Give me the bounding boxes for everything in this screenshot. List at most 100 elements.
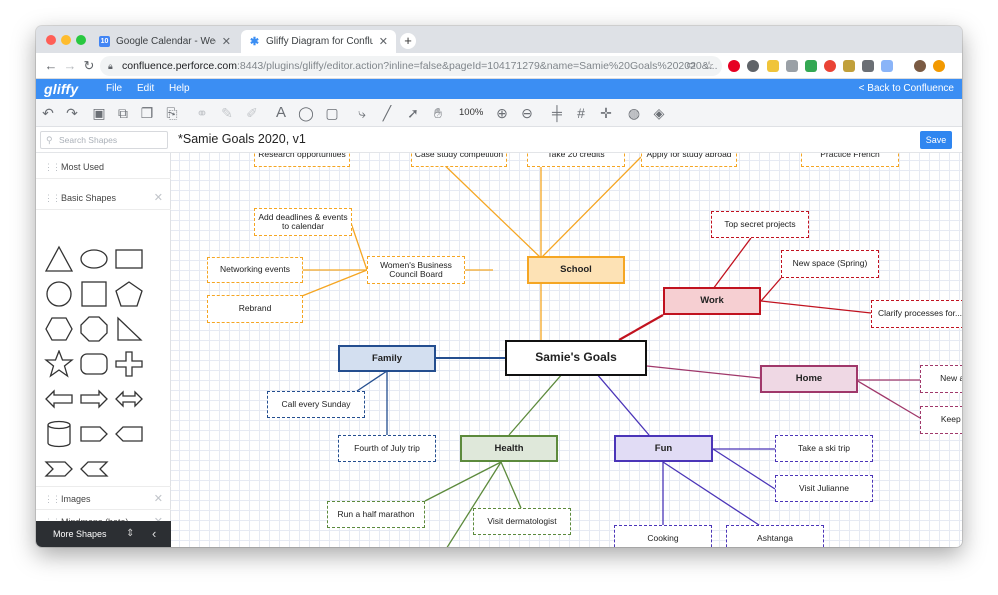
menu-edit[interactable]: Edit xyxy=(137,83,155,94)
drag-handle-icon[interactable]: ⋮⋮ xyxy=(44,162,61,172)
tag-shape[interactable] xyxy=(114,420,144,448)
comment-icon[interactable]: ✎ xyxy=(221,105,233,121)
pinterest-icon[interactable] xyxy=(728,60,740,72)
text-tool-icon[interactable]: A xyxy=(275,104,286,121)
cast-icon[interactable]: ▭ xyxy=(686,60,696,71)
chevron-left-icon[interactable]: ‹ xyxy=(152,526,157,541)
school-add-deadlines[interactable]: Add deadlines & events to calendar xyxy=(254,208,352,236)
circle-shape[interactable] xyxy=(44,280,74,308)
new-tab-button[interactable]: + xyxy=(400,33,416,49)
fun-visit-julianne[interactable]: Visit Julianne xyxy=(775,475,873,502)
drag-handle-icon[interactable]: ⋮⋮ xyxy=(44,193,61,203)
square-shape[interactable] xyxy=(79,280,109,308)
zoom-out-icon[interactable]: ⊖ xyxy=(521,105,533,121)
link-icon[interactable]: ⚭ xyxy=(196,105,208,121)
notched-shape[interactable] xyxy=(79,455,109,483)
work-clarify-processes[interactable]: Clarify processes for... xyxy=(871,300,962,328)
close-section-icon[interactable]: ✕ xyxy=(153,192,163,204)
branch-health[interactable]: Health xyxy=(460,435,558,462)
right-triangle-shape[interactable] xyxy=(114,315,144,343)
style-icon[interactable]: ✐ xyxy=(246,105,258,121)
menu-help[interactable]: Help xyxy=(169,83,190,94)
hexagon-shape[interactable] xyxy=(44,315,74,343)
left-arrow-shape[interactable] xyxy=(44,385,74,413)
branch-work[interactable]: Work xyxy=(663,287,761,315)
undo-icon[interactable]: ↶ xyxy=(42,105,54,121)
section-basic-shapes[interactable]: ⋮⋮ Basic Shapes ✕ xyxy=(36,186,171,210)
pentagon-shape[interactable] xyxy=(114,280,144,308)
rectangle-tool-icon[interactable]: ▢ xyxy=(325,105,339,121)
more-shapes-button[interactable]: More Shapes ⇕ ‹ xyxy=(36,521,171,547)
back-to-confluence-link[interactable]: < Back to Confluence xyxy=(858,83,954,94)
work-top-secret-projects[interactable]: Top secret projects xyxy=(711,211,809,238)
redo-icon[interactable]: ↷ xyxy=(66,105,78,121)
extension-doc-icon[interactable] xyxy=(767,60,779,72)
fun-cooking[interactable]: Cooking xyxy=(614,525,712,547)
extension-shield-icon[interactable] xyxy=(862,60,874,72)
menu-file[interactable]: File xyxy=(106,83,123,94)
school-practice-french[interactable]: Practice French xyxy=(801,153,899,167)
grid-icon[interactable]: # xyxy=(577,105,585,121)
hand-tool-icon[interactable]: ✋︎ xyxy=(434,105,442,121)
section-most-used[interactable]: ⋮⋮ Most Used xyxy=(36,155,171,179)
branch-fun[interactable]: Fun xyxy=(614,435,713,462)
fun-ashtanga[interactable]: Ashtanga xyxy=(726,525,824,547)
tab-gliffy[interactable]: ✱ Gliffy Diagram for Confluence ✕ xyxy=(241,30,396,53)
extension-grid-icon[interactable] xyxy=(881,60,893,72)
family-call-every-sunday[interactable]: Call every Sunday xyxy=(267,391,365,418)
moon-icon[interactable] xyxy=(747,60,759,72)
drag-handle-icon[interactable]: ⋮⋮ xyxy=(44,494,61,504)
branch-family[interactable]: Family xyxy=(338,345,436,372)
octagon-shape[interactable] xyxy=(79,315,109,343)
double-arrow-shape[interactable] xyxy=(114,385,144,413)
minimize-window-button[interactable] xyxy=(61,35,71,45)
layers-icon[interactable]: ◈ xyxy=(653,105,665,121)
profile-avatar[interactable] xyxy=(914,60,926,72)
extension-red-icon[interactable] xyxy=(824,60,836,72)
school-take-20-credits[interactable]: Take 20 credits xyxy=(527,153,625,167)
ungroup-icon[interactable]: ❐ xyxy=(140,105,154,121)
branch-school[interactable]: School xyxy=(527,256,625,284)
collapse-icon[interactable]: ⇕ xyxy=(126,528,135,539)
guides-icon[interactable]: ✛ xyxy=(600,105,612,121)
group-icon[interactable]: ⧉ xyxy=(118,105,128,121)
close-tab-icon[interactable]: ✕ xyxy=(221,36,231,48)
zoom-window-button[interactable] xyxy=(76,35,86,45)
triangle-shape[interactable] xyxy=(44,245,74,273)
branch-home[interactable]: Home xyxy=(760,365,858,393)
forward-icon[interactable]: → xyxy=(63,58,77,73)
connector-tool-icon[interactable]: ⤷ xyxy=(358,105,366,121)
school-case-study-competition[interactable]: Case study competition xyxy=(411,153,507,167)
diagram-canvas[interactable]: Samie's Goals School Research opportunit… xyxy=(171,153,962,547)
address-bar[interactable]: 🔒︎ confluence.perforce.com:8443/plugins/… xyxy=(100,56,722,76)
shape-search-input[interactable]: ⚲ Search Shapes xyxy=(40,131,168,149)
zoom-level[interactable]: 100% xyxy=(459,107,484,118)
zoom-in-icon[interactable]: ⊕ xyxy=(496,105,508,121)
work-new-space[interactable]: New space (Spring) xyxy=(781,250,879,278)
theme-icon[interactable]: ◍ xyxy=(627,105,641,121)
school-research-opportunities[interactable]: Research opportunities xyxy=(254,153,350,167)
document-title[interactable]: *Samie Goals 2020, v1 xyxy=(178,132,306,146)
rounded-rectangle-shape[interactable] xyxy=(79,350,109,378)
close-section-icon[interactable]: ✕ xyxy=(153,493,163,505)
copy-icon[interactable]: ⎘ xyxy=(166,105,178,121)
cross-shape[interactable] xyxy=(114,350,144,378)
school-rebrand[interactable]: Rebrand xyxy=(207,295,303,323)
extension-gray-icon[interactable] xyxy=(786,60,798,72)
rectangle-shape[interactable] xyxy=(114,245,144,273)
pentagon-arrow-shape[interactable] xyxy=(79,420,109,448)
line-tool-icon[interactable]: ╱ xyxy=(382,105,392,121)
back-icon[interactable]: ← xyxy=(44,58,58,73)
update-alert-icon[interactable] xyxy=(933,60,945,72)
save-button[interactable]: Save xyxy=(920,131,952,149)
health-half-marathon[interactable]: Run a half marathon xyxy=(327,501,425,528)
family-fourth-of-july-trip[interactable]: Fourth of July trip xyxy=(338,435,436,462)
school-study-abroad[interactable]: Apply for study abroad xyxy=(641,153,737,167)
home-new-apartment[interactable]: New apartment xyxy=(920,365,962,393)
close-tab-icon[interactable]: ✕ xyxy=(378,36,388,48)
extension-bolt-icon[interactable] xyxy=(843,60,855,72)
save-icon[interactable]: ▣ xyxy=(92,105,106,121)
right-arrow-shape[interactable] xyxy=(79,385,109,413)
bookmark-star-icon[interactable]: ☆ xyxy=(704,60,714,72)
snap-icon[interactable]: ╪ xyxy=(552,105,562,121)
